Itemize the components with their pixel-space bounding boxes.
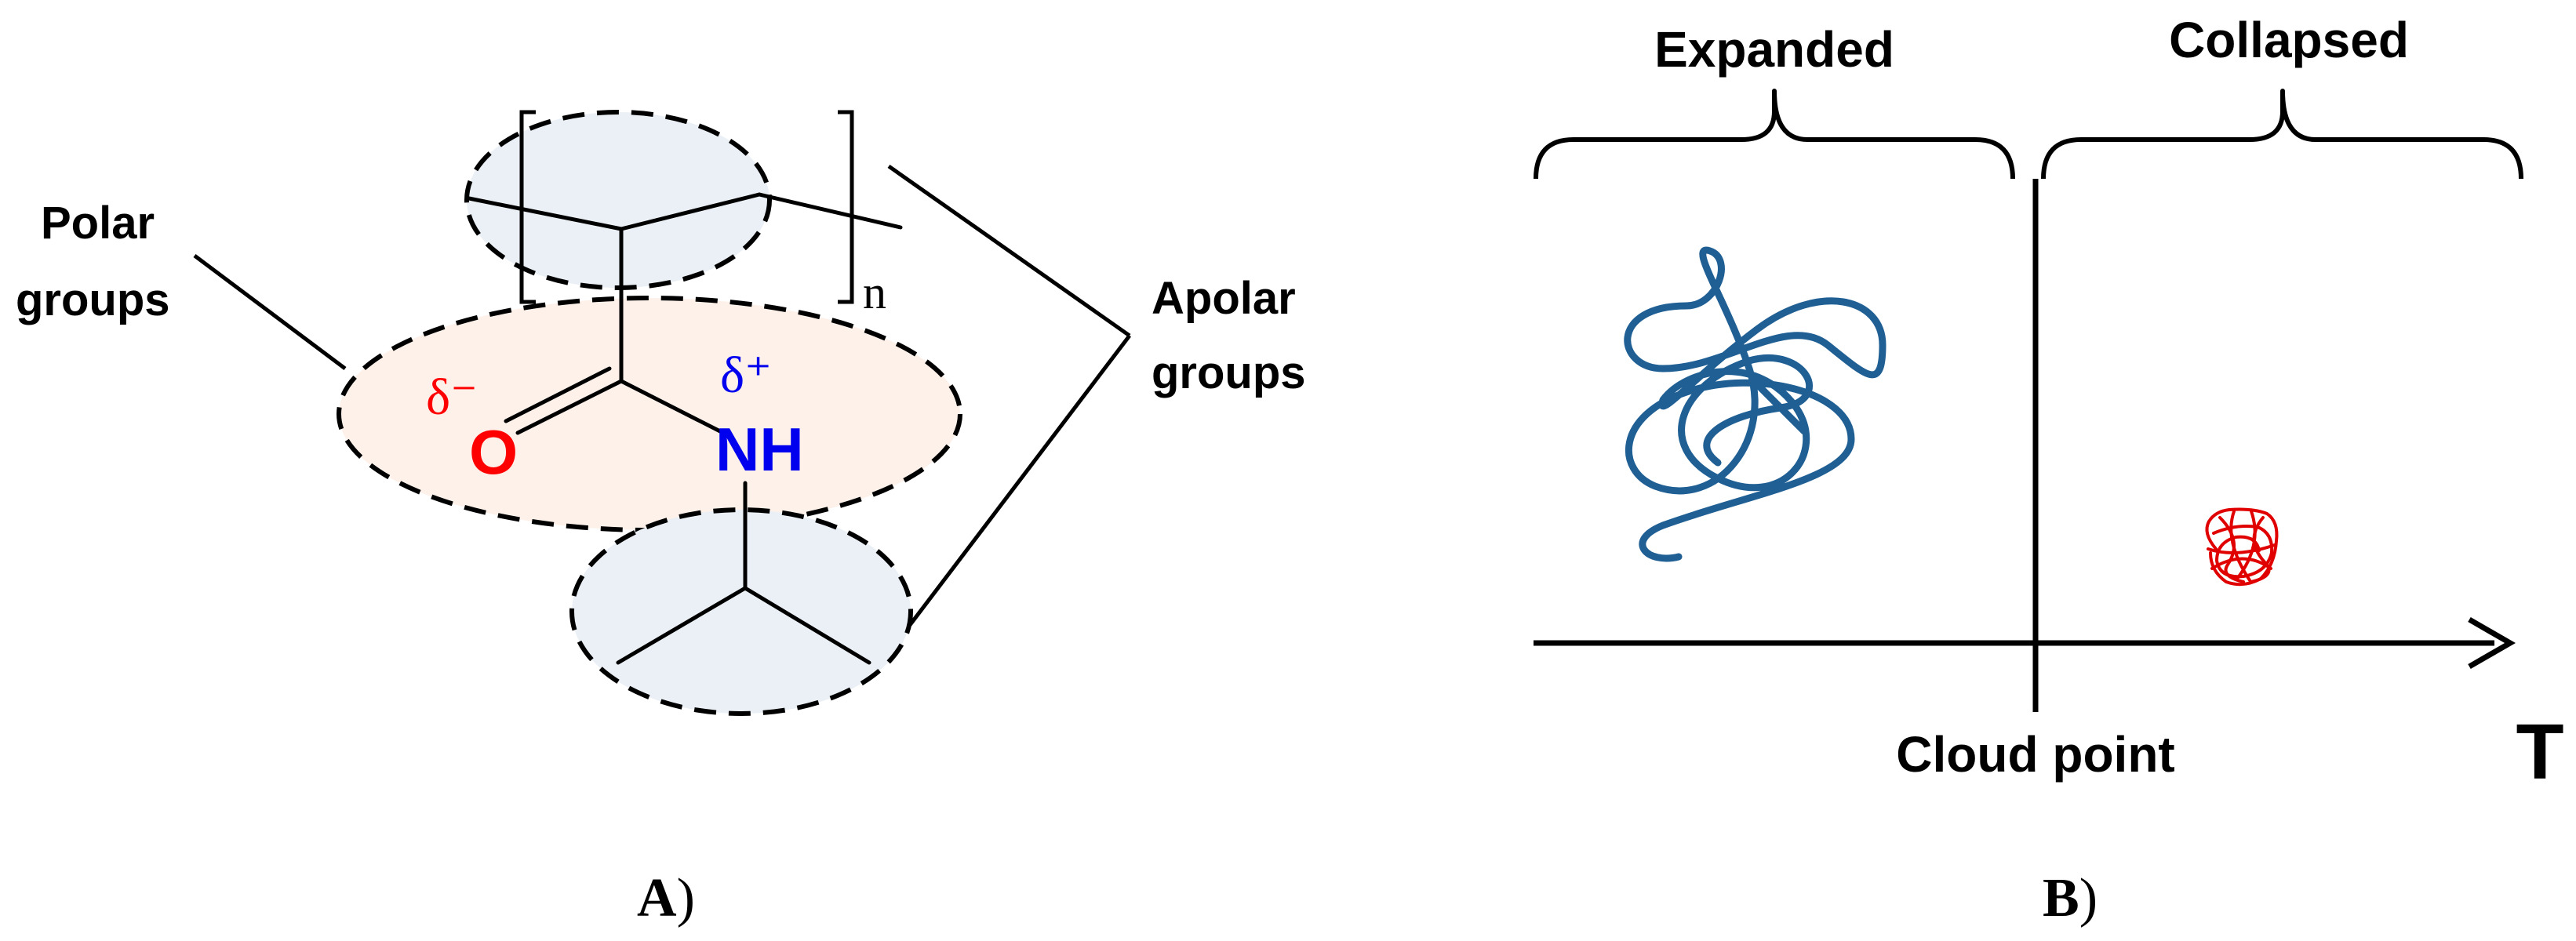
panel-b-caption: B) [2043,868,2098,928]
expanded-brace [1534,89,2015,180]
panel-a-caption-paren: ) [677,868,695,928]
panel-a-caption-letter: A [637,868,677,928]
nh-group-label: NH [715,415,804,484]
polar-label-connector [193,254,347,370]
delta-plus-label: δ⁺ [720,347,772,404]
repeat-unit-subscript: n [863,267,886,318]
collapsed-label: Collapsed [2169,12,2409,68]
temperature-axis-arrowhead [2468,616,2516,670]
apolar-connector-bottom [908,334,1131,627]
panel-b-caption-letter: B [2043,868,2079,928]
expanded-polymer-coil [1624,246,1887,562]
apolar-backbone-ellipse [464,110,772,290]
cloud-point-label: Cloud point [1896,726,2174,783]
apolar-groups-label-line1: Apolar [1152,273,1296,324]
panel-b-caption-paren: ) [2079,868,2098,928]
panel-b: Expanded Collapsed Cloud point T B) [1534,12,2564,928]
delta-minus-label: δ⁻ [426,369,478,426]
panel-a-caption: A) [637,868,695,928]
polar-groups-label-line2: groups [16,274,170,325]
molecule-bonds [467,192,903,665]
panel-a: δ⁻ O δ⁺ NH n Polar groups Apolar groups … [16,110,1306,928]
apolar-groups-label-line2: groups [1152,347,1306,398]
oxygen-atom-label: O [469,417,518,487]
repeat-bracket-right [838,110,854,304]
apolar-isopropyl-ellipse [569,507,913,716]
expanded-label: Expanded [1654,21,1894,78]
collapsed-polymer-globule [2205,507,2279,587]
temperature-axis-label: T [2516,708,2563,796]
collapsed-brace [2041,89,2523,180]
apolar-connector-top [887,164,1131,338]
polar-groups-label-line1: Polar [41,198,155,249]
